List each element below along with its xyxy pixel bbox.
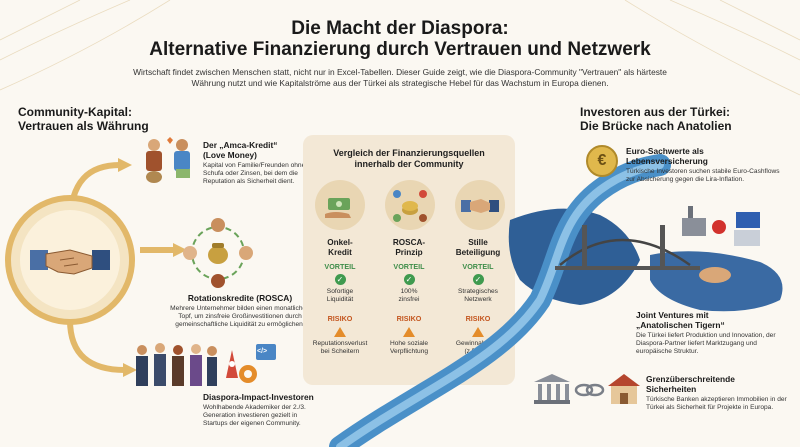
check-icon: ✓: [334, 274, 346, 285]
left-heading: Community-Kapital: Vertrauen als Währung: [18, 105, 149, 133]
left-item-rosca: Rotationskredite (ROSCA) Mehrere Unterne…: [170, 293, 310, 329]
risk-label: RISIKO: [396, 314, 422, 323]
bank-chain-house-icon: [534, 374, 640, 404]
right-item-collateral: Grenzüberschreitende Sicherheiten Türkis…: [646, 374, 787, 412]
advantage-label: VORTEIL: [324, 262, 356, 271]
right-item-joint-ventures: Joint Ventures mit „Anatolischen Tigern“…: [636, 310, 776, 356]
check-icon: ✓: [472, 274, 484, 285]
family-loan-illustration: [146, 137, 190, 183]
handshake-small-icon: [455, 180, 505, 230]
code-icon: </>: [257, 348, 268, 355]
comparison-title: Vergleich der Finanzierungsquellen inner…: [333, 148, 485, 169]
warning-icon: [472, 327, 484, 337]
right-item-euro: Euro-Sachwerte als Lebensversicherung Tü…: [626, 146, 780, 184]
rocket-gear-illustration: [226, 344, 276, 383]
check-icon: ✓: [403, 274, 415, 285]
handshake-icon: [30, 249, 110, 275]
advantage-label: VORTEIL: [393, 262, 425, 271]
money-hand-icon: [315, 180, 365, 230]
risk-label: RISIKO: [327, 314, 353, 323]
right-heading: Investoren aus der Türkei: Die Brücke na…: [580, 105, 732, 133]
left-item-impact: Diaspora-Impact-Investoren Wohlhabende A…: [203, 392, 314, 428]
risk-label: RISIKO: [465, 314, 491, 323]
investors-group-illustration: [136, 343, 217, 386]
warning-icon: [403, 327, 415, 337]
euro-coin-icon: €: [586, 145, 618, 177]
coin-pile-icon: [385, 180, 435, 230]
page-title: Die Macht der Diaspora: Alternative Fina…: [149, 18, 651, 60]
intro-text: Wirtschaft findet zwischen Menschen stat…: [133, 67, 667, 88]
advantage-label: VORTEIL: [462, 262, 494, 271]
left-item-amca: Der „Amca-Kredit“ (Love Money) Kapital v…: [203, 140, 306, 186]
comparison-card: [303, 135, 515, 385]
rosca-cycle-illustration: [183, 218, 253, 288]
warning-icon: [334, 327, 346, 337]
column-rosca-prinzip: ROSCA-Prinzip VORTEIL ✓ 100%zinsfrei RIS…: [374, 238, 444, 358]
